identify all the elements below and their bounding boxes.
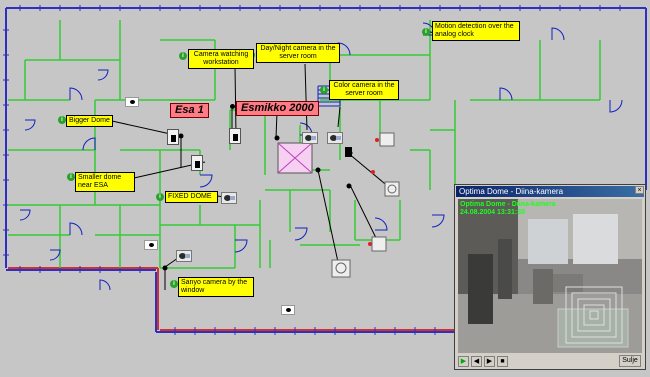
close-icon[interactable]: × [635, 186, 644, 194]
label-color-camera: Color camera in the server room [329, 80, 399, 100]
label-smaller-dome: Smaller dome near ESA [75, 172, 135, 192]
camera-color[interactable] [327, 132, 343, 144]
info-icon[interactable]: i [320, 86, 328, 94]
camera-sanyo[interactable] [176, 250, 192, 262]
label-motion-detection: Motion detection over the analog clock [432, 21, 520, 41]
camera-smaller-dome[interactable] [191, 155, 203, 171]
video-feed[interactable]: Optima Dome - Diina-kamera 24.08.2004 13… [458, 199, 642, 353]
video-window-title[interactable]: Optima Dome - Diina-kamera [456, 186, 644, 197]
info-icon[interactable]: i [170, 280, 178, 288]
forward-icon[interactable]: ▶ [484, 356, 495, 367]
info-icon[interactable]: i [179, 52, 187, 60]
eye-icon[interactable] [144, 240, 158, 250]
camera-bigger-dome[interactable] [167, 129, 179, 145]
camera-tag-esmikko[interactable]: Esmikko 2000 [236, 101, 319, 116]
video-window[interactable]: Optima Dome - Diina-kamera × [454, 184, 646, 370]
video-controls: ▶ ◀ ▶ ■ [458, 356, 508, 368]
label-day-night-camera: Day/Night camera in the server room [256, 43, 340, 63]
rewind-icon[interactable]: ◀ [471, 356, 482, 367]
window-ticks [3, 5, 621, 335]
label-camera-watching: Camera watching workstation [188, 49, 254, 69]
eye-icon[interactable] [281, 305, 295, 315]
camera-day-night[interactable] [302, 132, 318, 144]
osd-timestamp: 24.08.2004 13:31:30 [460, 209, 525, 216]
info-icon[interactable]: i [156, 193, 164, 201]
camera-watching-workstation[interactable] [229, 128, 241, 144]
camera-tag-esa1[interactable]: Esa 1 [170, 103, 209, 118]
video-osd: Optima Dome - Diina-kamera 24.08.2004 13… [460, 201, 556, 217]
clock-marker [230, 104, 235, 109]
eye-icon[interactable] [125, 97, 139, 107]
play-icon[interactable]: ▶ [458, 356, 469, 367]
video-image [458, 199, 642, 353]
label-sanyo-camera: Sanyo camera by the window [178, 277, 254, 297]
outer-walls [5, 7, 647, 333]
info-icon[interactable]: i [67, 173, 75, 181]
close-button[interactable]: Sulje [619, 355, 641, 367]
small-device [345, 147, 352, 157]
info-icon[interactable]: i [422, 28, 430, 36]
info-icon[interactable]: i [58, 116, 66, 124]
stop-icon[interactable]: ■ [497, 356, 508, 367]
osd-camera-name: Optima Dome - Diina-kamera [460, 201, 556, 208]
sensors [331, 132, 400, 278]
camera-fixed-dome[interactable] [221, 192, 237, 204]
server-rack-box [277, 142, 313, 174]
label-bigger-dome: Bigger Dome [66, 115, 113, 127]
alarm-dots [368, 138, 379, 246]
label-fixed-dome: FIXED DOME [165, 191, 218, 203]
